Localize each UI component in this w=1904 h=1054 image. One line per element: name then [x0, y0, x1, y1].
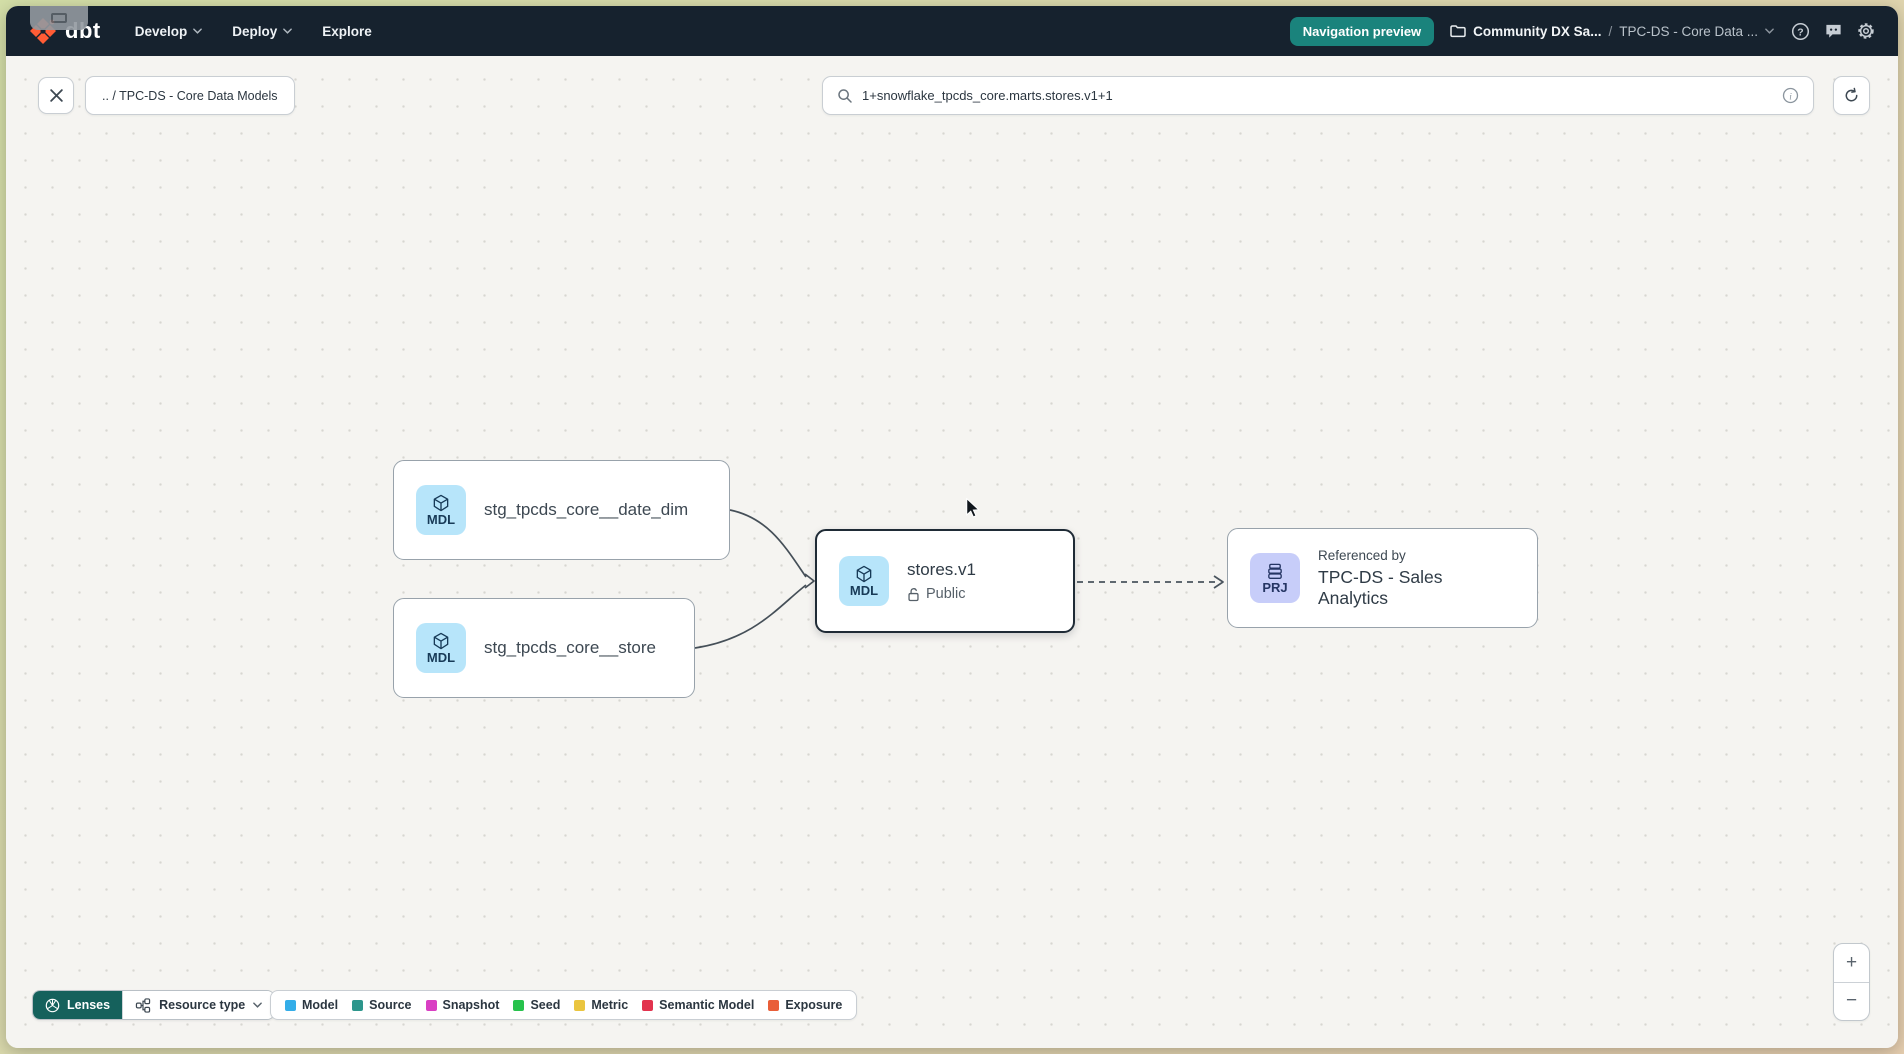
project-stack-icon	[1268, 563, 1282, 579]
lenses-control: Lenses Resource type	[32, 990, 276, 1020]
project-breadcrumb[interactable]: Community DX Sa... / TPC-DS - Core Data …	[1450, 24, 1774, 39]
legend-label: Snapshot	[442, 998, 500, 1012]
chevron-down-icon	[283, 28, 293, 34]
navbar-right: Navigation preview Community DX Sa... / …	[1289, 16, 1876, 46]
legend-label: Source	[369, 998, 412, 1012]
legend-swatch	[574, 999, 586, 1011]
search-icon	[838, 88, 852, 103]
zoom-in-button[interactable]: +	[1834, 944, 1869, 982]
legend-swatch	[285, 999, 296, 1011]
menu-explore[interactable]: Explore	[322, 24, 372, 39]
navbar-icons: ?	[1790, 21, 1876, 41]
model-cube-icon	[433, 632, 449, 649]
resource-type-code: MDL	[426, 511, 456, 527]
resource-type-code: PRJ	[1262, 579, 1288, 595]
navigation-preview-badge[interactable]: Navigation preview	[1289, 16, 1435, 46]
menu-develop-label: Develop	[134, 23, 188, 39]
zoom-controls: + −	[1833, 943, 1870, 1021]
search-input[interactable]	[862, 88, 1773, 103]
info-icon[interactable]: i	[1782, 87, 1799, 104]
legend-item-exposure: Exposure	[768, 998, 842, 1012]
legend-swatch	[352, 999, 364, 1011]
legend-label: Semantic Model	[659, 998, 755, 1012]
node-label: stg_tpcds_core__store	[484, 638, 656, 657]
model-tile: MDL	[416, 485, 466, 535]
node-access-label: Public	[926, 586, 966, 602]
lineage-search: i	[822, 76, 1814, 115]
zoom-out-button[interactable]: −	[1834, 983, 1869, 1021]
lineage-breadcrumb-label: .. / TPC-DS - Core Data Models	[102, 88, 278, 103]
svg-text:i: i	[1789, 92, 1792, 102]
model-tile: MDL	[416, 623, 466, 673]
breadcrumb-project: Community DX Sa...	[1473, 23, 1602, 39]
lenses-button[interactable]: Lenses	[33, 991, 123, 1019]
refresh-icon	[1845, 87, 1858, 102]
settings-icon[interactable]	[1856, 21, 1876, 41]
node-label: TPC-DS - Sales Analytics	[1318, 566, 1443, 608]
menu-explore-label: Explore	[322, 23, 372, 39]
chevron-down-icon	[253, 1002, 263, 1008]
minus-icon: −	[1845, 990, 1858, 1012]
chevron-down-icon	[1765, 28, 1774, 34]
menu-deploy[interactable]: Deploy	[232, 23, 293, 39]
legend-item-semantic-model: Semantic Model	[642, 998, 754, 1012]
resource-type-icon	[135, 997, 151, 1013]
screen-recording-tab	[30, 6, 88, 30]
resource-type-code: MDL	[426, 649, 456, 665]
legend-swatch	[513, 999, 525, 1011]
legend-item-source: Source	[352, 998, 412, 1012]
top-navbar: dbt Develop Deploy Explore Navigation pr…	[6, 6, 1898, 56]
legend-label: Exposure	[785, 998, 843, 1012]
resource-type-code: MDL	[849, 582, 879, 598]
resource-type-legend: Model Source Snapshot Seed Metric Semant…	[270, 990, 858, 1020]
legend-item-snapshot: Snapshot	[425, 998, 500, 1012]
plus-icon: +	[1845, 951, 1858, 973]
legend-label: Seed	[530, 998, 561, 1012]
main-menu: Develop Deploy Explore	[135, 24, 372, 39]
legend-item-seed: Seed	[513, 998, 560, 1012]
legend-item-model: Model	[285, 998, 338, 1012]
model-cube-icon	[433, 494, 449, 511]
lineage-breadcrumb-chip[interactable]: .. / TPC-DS - Core Data Models	[85, 76, 295, 115]
svg-text:?: ?	[1797, 27, 1803, 38]
legend-label: Model	[302, 998, 339, 1012]
lenses-label: Lenses	[67, 998, 111, 1012]
breadcrumb-section: TPC-DS - Core Data ...	[1619, 23, 1758, 39]
divider	[1834, 981, 1869, 983]
feedback-icon[interactable]	[1823, 21, 1843, 41]
model-tile: MDL	[839, 556, 889, 606]
refresh-button[interactable]	[1833, 76, 1870, 115]
legend-swatch	[425, 999, 437, 1011]
chevron-down-icon	[193, 28, 203, 34]
node-label: stg_tpcds_core__date_dim	[484, 500, 689, 519]
lenses-icon	[45, 998, 60, 1012]
legend-item-metric: Metric	[574, 998, 628, 1012]
node-access-row: Public	[907, 586, 976, 602]
node-stg-tpcds-core-store[interactable]: MDL stg_tpcds_core__store	[393, 598, 695, 698]
model-cube-icon	[856, 565, 872, 582]
help-icon[interactable]: ?	[1790, 21, 1810, 41]
node-kicker: Referenced by	[1318, 547, 1406, 563]
close-button[interactable]	[38, 77, 74, 114]
project-tile: PRJ	[1250, 553, 1300, 603]
resource-type-button[interactable]: Resource type	[122, 991, 275, 1019]
legend-swatch	[768, 999, 780, 1011]
menu-develop[interactable]: Develop	[135, 24, 203, 39]
node-title: stores.v1	[907, 560, 976, 579]
node-stg-tpcds-core-date-dim[interactable]: MDL stg_tpcds_core__date_dim	[393, 460, 730, 560]
screen-share-icon	[51, 13, 67, 23]
folder-icon	[1450, 25, 1466, 38]
resource-type-label: Resource type	[159, 998, 246, 1012]
legend-label: Metric	[591, 998, 629, 1012]
close-icon	[49, 89, 63, 102]
lock-open-icon	[908, 587, 919, 601]
legend-swatch	[642, 999, 654, 1011]
node-stores-v1[interactable]: MDL stores.v1 Public	[815, 529, 1075, 633]
node-referenced-by-sales-analytics[interactable]: PRJ Referenced by TPC-DS - Sales Analyti…	[1227, 528, 1538, 628]
app-window: dbt Develop Deploy Explore Navigation pr…	[6, 6, 1898, 1048]
menu-deploy-label: Deploy	[232, 23, 278, 39]
breadcrumb-separator: /	[1608, 23, 1613, 39]
